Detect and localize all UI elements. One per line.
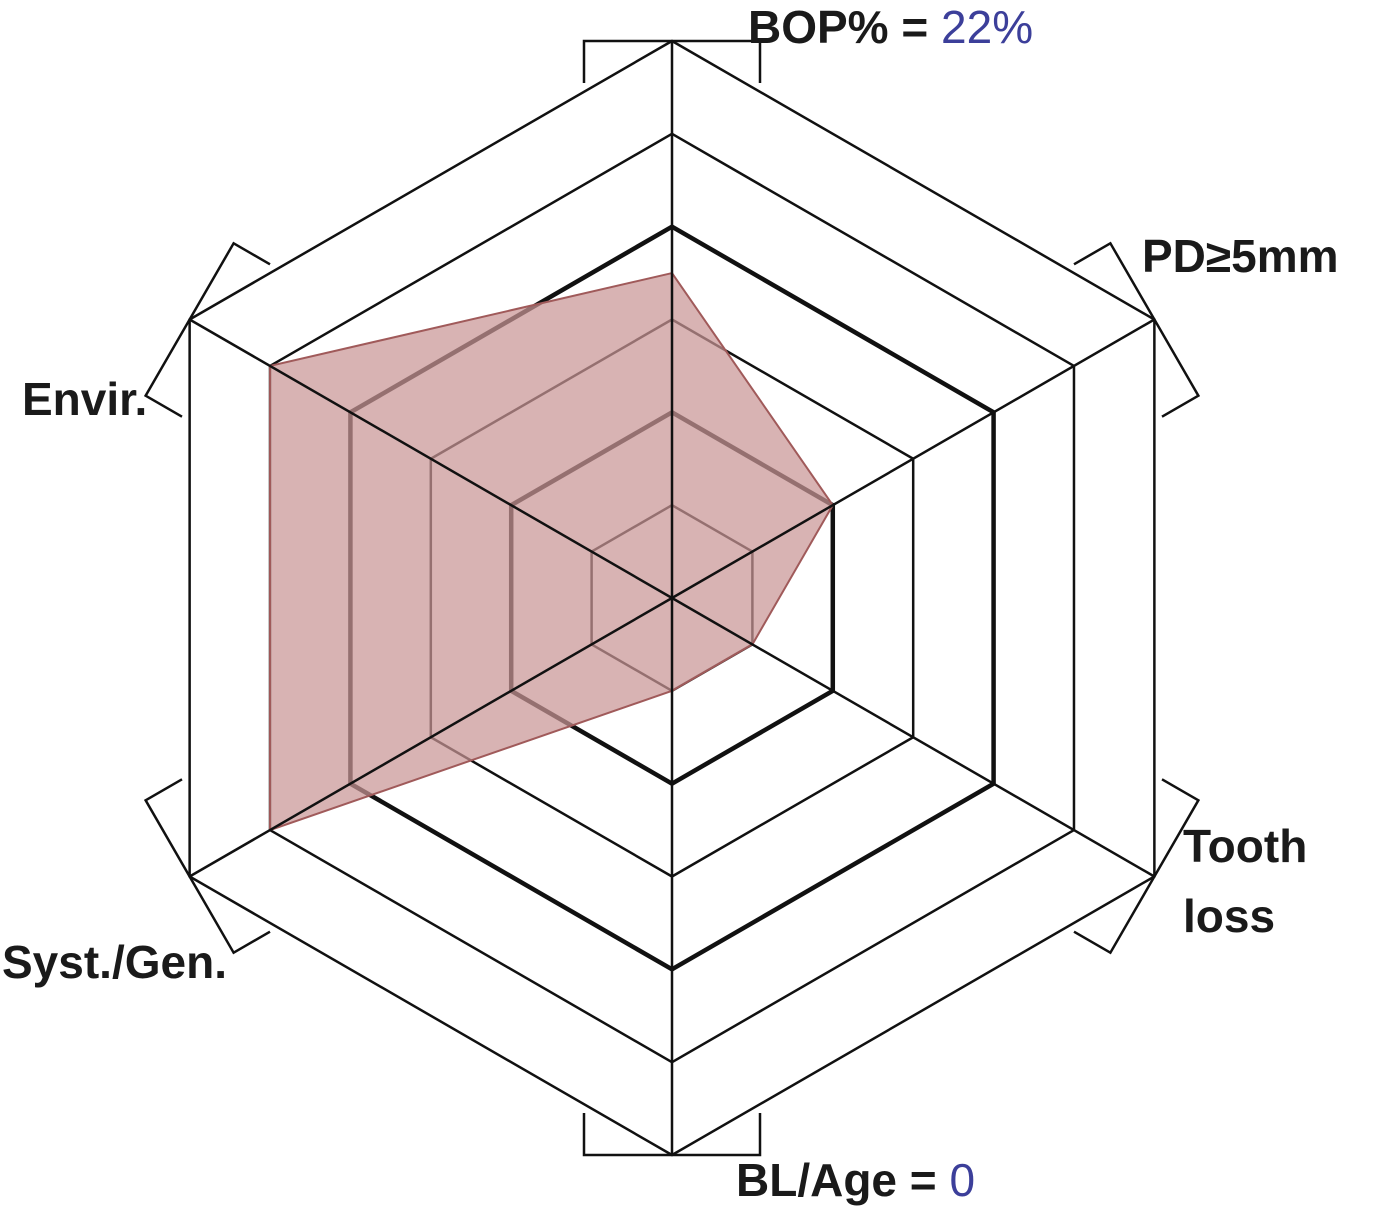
risk-profile-area: [269, 271, 834, 832]
spoke-tooth: [671, 596, 1156, 878]
axis-end-brackets: [143, 39, 1201, 1157]
spoke-envir: [188, 318, 673, 600]
bracket-pd: [1073, 241, 1201, 418]
bl-age-value: 0: [949, 1154, 975, 1206]
radar-spokes: [188, 41, 1156, 1155]
bracket-tooth: [1073, 778, 1201, 955]
bop-value: 22%: [941, 1, 1033, 53]
axis-label-pd: PD≥5mm: [1142, 230, 1339, 282]
bracket-blage: [582, 1113, 762, 1157]
bracket-bop: [582, 39, 762, 83]
spoke-pd: [671, 318, 1156, 600]
axis-label-bl-age: BL/Age = 0: [736, 1154, 975, 1206]
axis-label-tooth-loss: Tooth loss: [1183, 820, 1320, 942]
spoke-syst: [188, 596, 673, 878]
axis-label-bop: BOP% = 22%: [748, 1, 1033, 53]
axis-label-syst-gen: Syst./Gen.: [2, 936, 227, 988]
bracket-envir: [143, 241, 271, 418]
bracket-syst: [143, 778, 271, 955]
axis-label-envir: Envir.: [22, 373, 147, 425]
